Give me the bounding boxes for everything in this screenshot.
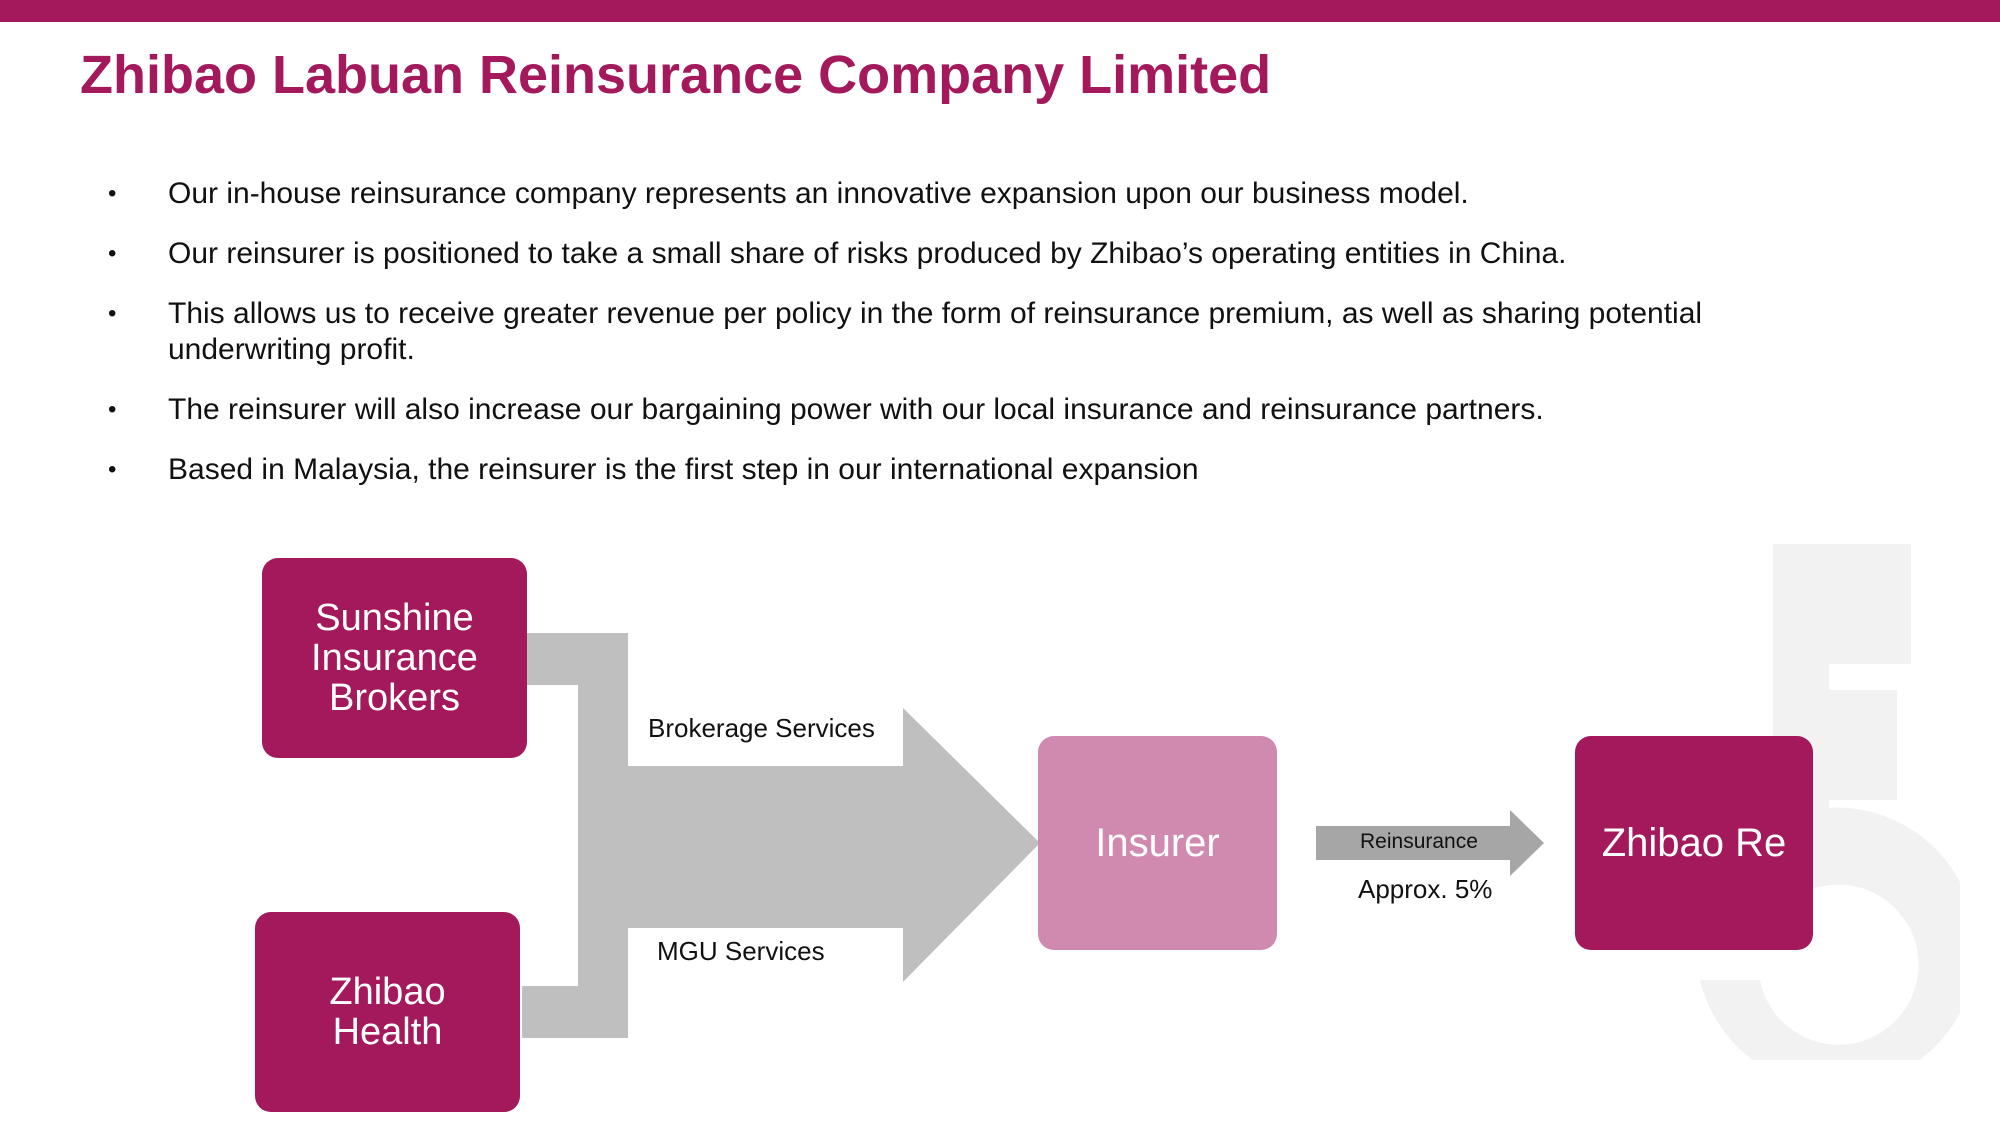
node-label: Zhibao Re: [1601, 821, 1787, 865]
bullet-text: Based in Malaysia, the reinsurer is the …: [168, 453, 1199, 486]
bullet-dot: •: [108, 456, 117, 483]
node-insurer: Insurer: [1038, 736, 1277, 950]
node-label: Zhibao Health: [329, 971, 446, 1053]
bullet-text: The reinsurer will also increase our bar…: [168, 393, 1544, 426]
edge-label-mgu: MGU Services: [657, 936, 825, 966]
bullet-item: • This allows us to receive greater reve…: [108, 296, 1868, 368]
bullet-list: • Our in-house reinsurance company repre…: [108, 176, 1868, 512]
edge-label-brokerage: Brokerage Services: [648, 713, 875, 743]
bullet-item: • The reinsurer will also increase our b…: [108, 392, 1868, 428]
node-zhibao-re: Zhibao Re: [1575, 736, 1813, 950]
bullet-dot: •: [108, 300, 117, 327]
node-sunshine-insurance-brokers: Sunshine Insurance Brokers: [262, 558, 527, 758]
reinsurance-arrow: [1316, 810, 1544, 876]
bullet-text: Our reinsurer is positioned to take a sm…: [168, 237, 1567, 270]
bullet-item: • Our reinsurer is positioned to take a …: [108, 236, 1868, 272]
bullet-dot: •: [108, 396, 117, 423]
top-accent-bar: [0, 0, 2000, 22]
bullet-text: This allows us to receive greater revenu…: [168, 297, 1703, 366]
node-zhibao-health: Zhibao Health: [255, 912, 520, 1112]
node-label: Sunshine Insurance Brokers: [311, 597, 478, 719]
page-title: Zhibao Labuan Reinsurance Company Limite…: [80, 45, 1272, 105]
edge-label-reinsurance: Reinsurance: [1360, 830, 1478, 853]
company-logo-watermark-icon: [1700, 544, 1960, 1060]
bullet-dot: •: [108, 180, 117, 207]
bullet-item: • Based in Malaysia, the reinsurer is th…: [108, 452, 1868, 488]
node-label: Insurer: [1095, 821, 1220, 865]
bullet-text: Our in-house reinsurance company represe…: [168, 177, 1469, 210]
edge-label-share: Approx. 5%: [1358, 874, 1493, 904]
merge-connector-arrow: [522, 633, 1040, 1038]
bullet-dot: •: [108, 240, 117, 267]
bullet-item: • Our in-house reinsurance company repre…: [108, 176, 1868, 212]
